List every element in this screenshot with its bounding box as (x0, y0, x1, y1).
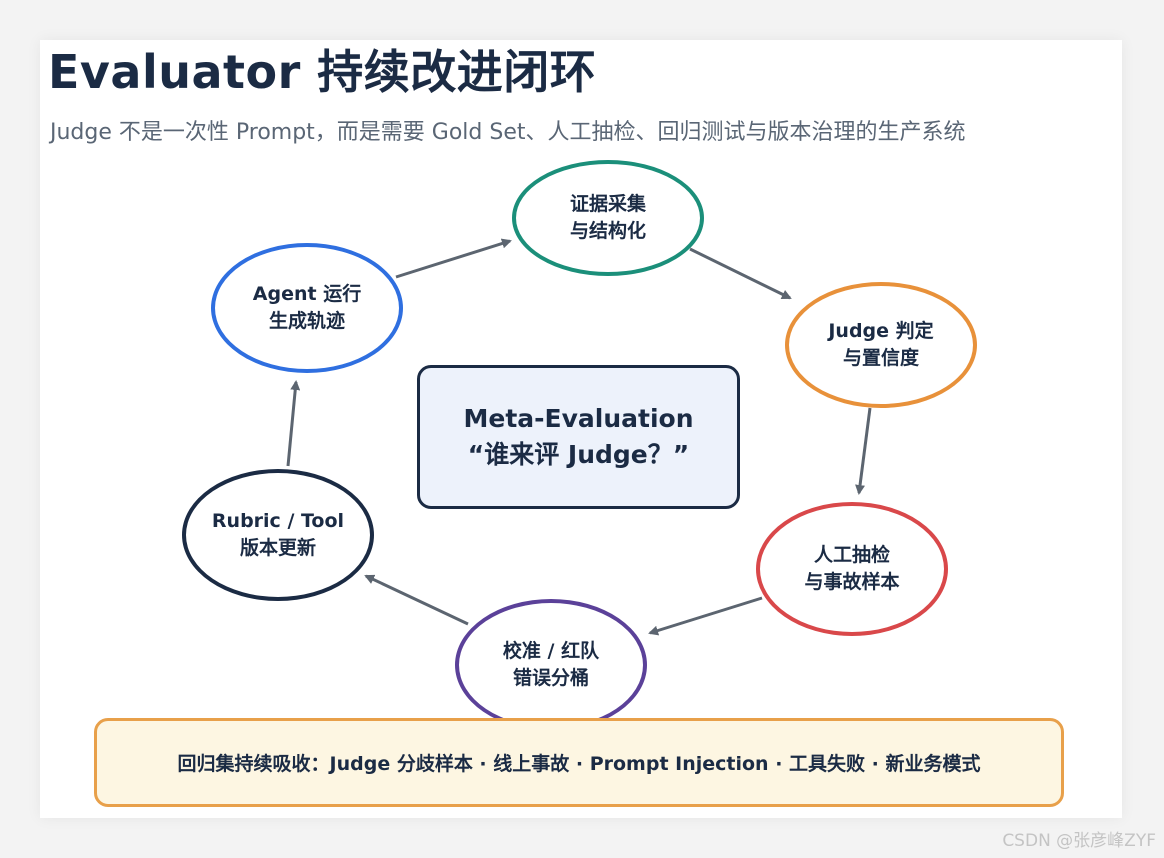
node-judge-verdict: Judge 判定 与置信度 (785, 282, 977, 408)
arrow-rubric-to-agent (286, 380, 301, 467)
watermark: CSDN @张彦峰ZYF (1002, 831, 1156, 851)
node-label-line1: Agent 运行 (252, 283, 362, 305)
page-title: Evaluator 持续改进闭环 (48, 45, 597, 99)
arrow-evidence-to-judge (689, 247, 792, 300)
node-label-line1: 人工抽检 (813, 544, 890, 566)
node-label-line2: 与置信度 (842, 347, 919, 369)
node-calibration-redteam: 校准 / 红队 错误分桶 (455, 599, 647, 731)
arrow-judge-to-human (855, 407, 872, 495)
regression-set-banner: 回归集持续吸收：Judge 分歧样本 · 线上事故 · Prompt Injec… (94, 718, 1064, 807)
node-human-review: 人工抽检 与事故样本 (756, 502, 948, 636)
node-label-line2: 生成轨迹 (268, 310, 345, 332)
arrow-agent-to-evidence (395, 238, 512, 279)
node-label-line2: 错误分桶 (512, 667, 589, 689)
arrow-human-to-calibrate (648, 596, 763, 636)
node-label-line2: 与结构化 (569, 220, 646, 242)
node-rubric-update: Rubric / Tool 版本更新 (182, 469, 374, 601)
node-label-line1: 证据采集 (569, 193, 646, 215)
node-label-line1: 校准 / 红队 (502, 640, 600, 662)
meta-evaluation-question: “谁来评 Judge？” (467, 440, 690, 469)
meta-evaluation-title: Meta-Evaluation (463, 404, 694, 433)
node-label-line1: Judge 判定 (828, 320, 934, 342)
node-agent-run: Agent 运行 生成轨迹 (211, 243, 403, 373)
page-subtitle: Judge 不是一次性 Prompt，而是需要 Gold Set、人工抽检、回归… (50, 120, 966, 145)
meta-evaluation-box: Meta-Evaluation “谁来评 Judge？” (417, 365, 740, 509)
node-label-line2: 与事故样本 (804, 571, 900, 593)
arrow-calibrate-to-rubric (364, 574, 469, 626)
node-evidence-collection: 证据采集 与结构化 (512, 160, 704, 276)
node-label-line1: Rubric / Tool (211, 510, 345, 532)
node-label-line2: 版本更新 (239, 537, 316, 559)
